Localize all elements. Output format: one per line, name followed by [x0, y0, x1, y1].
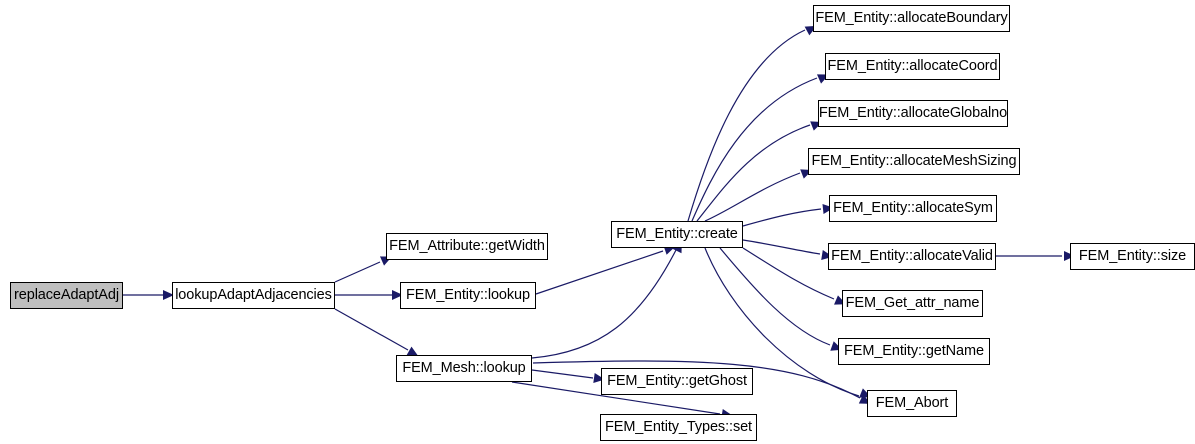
edge-create-to-allocateMeshSizing — [704, 172, 801, 222]
graph-node-label: FEM_Entity::lookup — [406, 287, 530, 304]
graph-node-label: FEM_Entity::getName — [844, 343, 984, 360]
edge-lookupAdaptAdjacencies-to-getWidth — [334, 261, 381, 283]
graph-node-size[interactable]: FEM_Entity::size — [1070, 243, 1195, 270]
graph-node-label: replaceAdaptAdj — [14, 287, 119, 304]
graph-node-label: FEM_Mesh::lookup — [402, 360, 526, 377]
graph-node-label: FEM_Entity::getGhost — [607, 373, 747, 390]
graph-node-getGhost[interactable]: FEM_Entity::getGhost — [601, 368, 753, 395]
edge-entityLookup-to-create — [535, 250, 664, 295]
graph-node-allocateSym[interactable]: FEM_Entity::allocateSym — [829, 195, 997, 222]
graph-node-label: FEM_Get_attr_name — [845, 295, 980, 312]
graph-node-label: FEM_Entity::allocateGlobalno — [818, 105, 1008, 122]
graph-node-allocateBoundary[interactable]: FEM_Entity::allocateBoundary — [813, 5, 1010, 32]
graph-node-getName[interactable]: FEM_Entity::getName — [838, 338, 990, 365]
graph-node-create[interactable]: FEM_Entity::create — [611, 221, 743, 248]
graph-node-label: lookupAdaptAdjacencies — [175, 287, 332, 304]
edge-create-to-allocateValid — [742, 239, 821, 255]
edge-create-to-getAttrName — [742, 247, 835, 300]
edge-meshLookup-to-create — [531, 249, 677, 359]
graph-node-getAttrName[interactable]: FEM_Get_attr_name — [842, 290, 983, 317]
graph-node-label: FEM_Entity::allocateMeshSizing — [811, 153, 1017, 170]
graph-node-label: FEM_Entity::create — [616, 226, 738, 243]
graph-node-label: FEM_Entity::allocateSym — [833, 200, 993, 217]
edge-create-to-allocateSym — [742, 208, 822, 227]
graph-node-label: FEM_Abort — [875, 395, 949, 412]
graph-node-allocateGlobalno[interactable]: FEM_Entity::allocateGlobalno — [818, 100, 1008, 127]
graph-node-replaceAdaptAdj[interactable]: replaceAdaptAdj — [10, 282, 123, 309]
edge-create-to-allocateCoord — [691, 77, 818, 222]
graph-node-abort[interactable]: FEM_Abort — [867, 390, 957, 417]
graph-node-allocateValid[interactable]: FEM_Entity::allocateValid — [828, 243, 996, 270]
graph-node-label: FEM_Entity::allocateValid — [831, 248, 993, 265]
edge-create-to-allocateGlobalno — [696, 124, 811, 222]
edge-lookupAdaptAdjacencies-to-meshLookup — [334, 308, 409, 351]
graph-node-getWidth[interactable]: FEM_Attribute::getWidth — [386, 233, 548, 260]
graph-node-label: FEM_Entity::allocateBoundary — [815, 10, 1008, 27]
graph-node-typesSet[interactable]: FEM_Entity_Types::set — [600, 414, 757, 441]
graph-node-label: FEM_Attribute::getWidth — [389, 238, 545, 255]
graph-node-meshLookup[interactable]: FEM_Mesh::lookup — [396, 355, 532, 382]
graph-node-lookupAdaptAdjacencies[interactable]: lookupAdaptAdjacencies — [172, 282, 335, 309]
graph-node-label: FEM_Entity::size — [1078, 248, 1187, 265]
edge-meshLookup-to-getGhost — [531, 369, 594, 379]
edge-create-to-getName — [719, 247, 831, 346]
graph-node-label: FEM_Entity_Types::set — [605, 419, 752, 436]
graph-node-label: FEM_Entity::allocateCoord — [827, 58, 998, 75]
edge-create-to-allocateBoundary — [687, 29, 806, 222]
graph-node-entityLookup[interactable]: FEM_Entity::lookup — [400, 282, 536, 309]
graph-node-allocateCoord[interactable]: FEM_Entity::allocateCoord — [825, 53, 1000, 80]
graph-node-allocateMeshSizing[interactable]: FEM_Entity::allocateMeshSizing — [808, 148, 1020, 175]
